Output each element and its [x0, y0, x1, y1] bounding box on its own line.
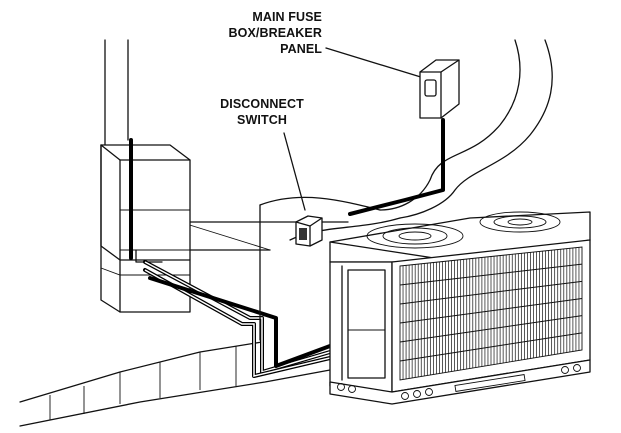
coil-band-line: [399, 280, 583, 305]
fuse-box-label-line-2: BOX/BREAKER: [229, 26, 322, 40]
fuse-box-label: MAIN FUSE BOX/BREAKER PANEL: [229, 10, 323, 56]
condensing-unit: [329, 211, 591, 405]
fuse-box-label-line-1: MAIN FUSE: [252, 10, 322, 24]
sidewalk: [19, 341, 331, 427]
power-wire: [348, 118, 445, 216]
disconnect-switch: [295, 215, 323, 247]
refrigerant-line-set: [143, 260, 332, 378]
fuse-box-label-line-3: PANEL: [280, 42, 322, 56]
coil-band-line: [399, 263, 583, 286]
house-wall: [179, 221, 349, 251]
disconnect-label-line-2: SWITCH: [237, 113, 287, 127]
fuse-box-leader: [325, 47, 425, 79]
coil-band-line: [399, 315, 583, 343]
coil-fins: [399, 247, 583, 380]
fuse-box: [419, 59, 460, 119]
coil-band-line: [399, 298, 583, 324]
coil-band-line: [399, 332, 583, 362]
disconnect-label: DISCONNECT SWITCH: [220, 97, 304, 127]
disconnect-label-line-1: DISCONNECT: [220, 97, 304, 111]
